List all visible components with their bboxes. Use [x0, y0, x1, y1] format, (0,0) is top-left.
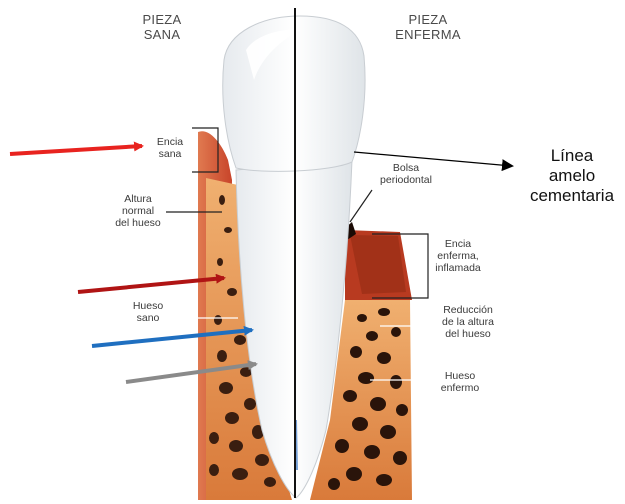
label-cementoenamel-line: Línea amelo cementaria [520, 146, 624, 206]
header-diseased: PIEZA ENFERMA [378, 12, 478, 42]
label-healthy-bone: Hueso sano [120, 300, 176, 324]
label-periodontal-pocket: Bolsa periodontal [366, 162, 446, 186]
label-healthy-gum: Encia sana [150, 136, 190, 160]
header-healthy: PIEZA SANA [122, 12, 202, 42]
label-bone-height-reduction: Reducción de la altura del hueso [430, 304, 506, 340]
label-normal-bone-height: Altura normal del hueso [110, 193, 166, 229]
label-diseased-gum: Encia enferma, inflamada [430, 238, 486, 274]
label-diseased-bone: Hueso enfermo [432, 370, 488, 394]
periodontal-pocket-leader [350, 190, 372, 222]
red-arrow [10, 146, 142, 154]
tooth-crown [223, 16, 365, 171]
